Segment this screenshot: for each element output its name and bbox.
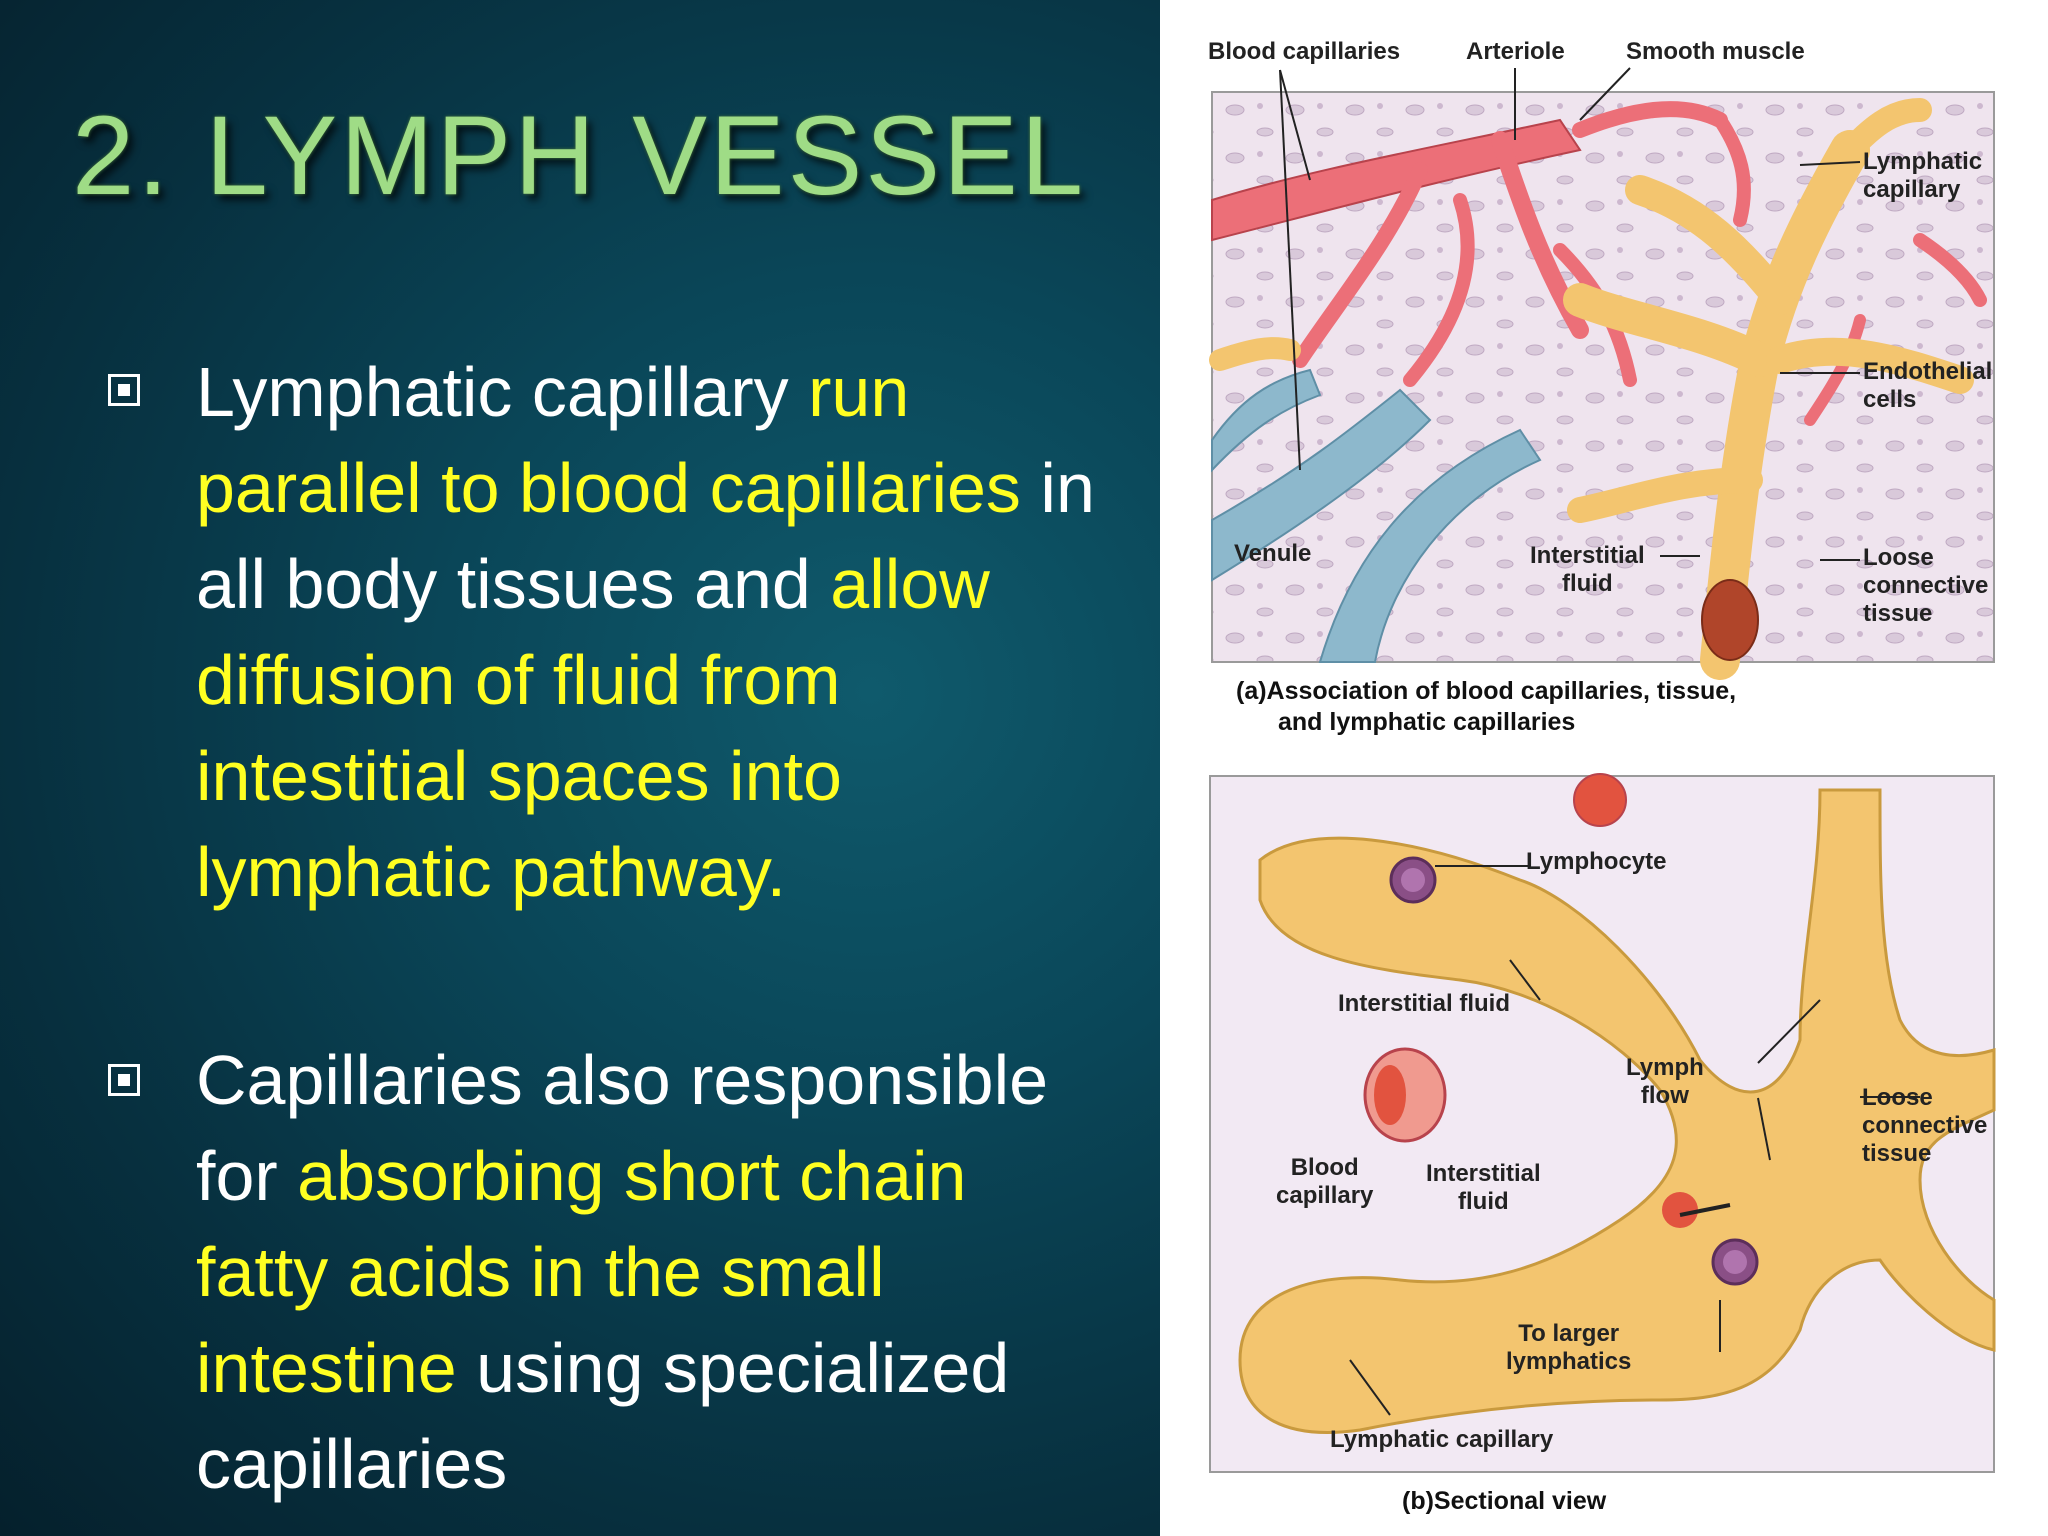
figure-a-caption: (a)Association of blood capillaries, tis… [1236, 676, 1736, 738]
label-line: flow [1640, 1082, 1689, 1109]
figure-a-illustration [1209, 67, 1996, 1473]
label-line: cells [1863, 386, 1917, 413]
label-smooth-muscle: Smooth muscle [1626, 38, 1805, 65]
label-line: fluid [1562, 570, 1613, 597]
bullet-2-segment: using specialized capillaries [196, 1329, 1010, 1503]
bullet-point-1: Lymphatic capillary run parallel to bloo… [196, 344, 1116, 920]
figure-b-caption: (b)Sectional view [1402, 1487, 1607, 1515]
label-venule: Venule [1234, 540, 1312, 567]
label-line: Endothelial [1863, 358, 1993, 385]
label-line: capillary [1863, 176, 1961, 203]
label-line: connective [1862, 1112, 1988, 1139]
label-lymphocyte: Lymphocyte [1526, 848, 1667, 875]
label-lymphatic-capillary: Lymphatic capillary [1863, 148, 1982, 204]
label-line: fluid [1458, 1188, 1509, 1215]
label-line: connective [1863, 572, 1989, 599]
label-interstitial-fluid-a: Interstitial fluid [1530, 542, 1645, 598]
slide-title: 2. LYMPH VESSEL [72, 93, 1087, 218]
lymph-diagram-figure: Blood capillaries Arteriole Smooth muscl… [1160, 0, 2048, 1536]
label-loose-connective-tissue-b: Loose connective tissue [1862, 1084, 1987, 1168]
label-line: Lymphatic [1863, 148, 1983, 175]
bullet-2-segment: Capillaries also responsible for [196, 1041, 1049, 1215]
label-line: Interstitial [1426, 1160, 1541, 1187]
label-to-larger-lymphatics: To larger lymphatics [1506, 1320, 1631, 1376]
label-blood-capillaries: Blood capillaries [1208, 38, 1401, 65]
label-endothelial-cells: Endothelial cells [1863, 358, 1992, 414]
label-arteriole: Arteriole [1466, 38, 1565, 65]
label-interstitial-fluid-b: Interstitial fluid [1426, 1160, 1541, 1216]
bullet-marker-icon [108, 1064, 140, 1096]
label-line: Loose [1862, 1084, 1933, 1111]
caption-line: and lymphatic capillaries [1278, 708, 1576, 736]
label-line: Blood [1290, 1154, 1359, 1181]
caption-line: (a)Association of blood capillaries, tis… [1236, 677, 1737, 705]
bullet-marker-icon [108, 374, 140, 406]
bullet-point-2: Capillaries also responsible for absorbi… [196, 1032, 1116, 1512]
label-line: Interstitial [1530, 542, 1645, 569]
label-lymph-flow: Lymph flow [1626, 1054, 1704, 1110]
bullet-1-segment: in all body tissues and [196, 449, 1095, 623]
label-interstitial-fluid-top: Interstitial fluid [1338, 990, 1511, 1017]
bullet-2-highlight: absorbing short chain fatty acids in the… [196, 1137, 967, 1407]
label-loose-connective-tissue-a: Loose connective tissue [1863, 544, 1988, 628]
label-line: tissue [1862, 1140, 1932, 1167]
figure-b-panel [1209, 773, 1996, 1473]
slide-text-panel: 2. LYMPH VESSEL Lymphatic capillary run … [0, 0, 1160, 1536]
label-blood-capillary: Blood capillary [1276, 1154, 1373, 1210]
label-line: Loose [1863, 544, 1934, 571]
label-lymphatic-capillary-b: Lymphatic capillary [1330, 1426, 1554, 1453]
label-line: lymphatics [1506, 1348, 1632, 1375]
label-line: tissue [1863, 600, 1933, 627]
bullet-1-highlight: allow diffusion of fluid from intestitia… [196, 545, 990, 911]
bullet-1-highlight: run parallel to blood capillaries [196, 353, 1021, 527]
bullet-1-segment: Lymphatic capillary [196, 353, 809, 431]
label-line: capillary [1276, 1182, 1374, 1209]
label-line: To larger [1518, 1320, 1620, 1347]
label-line: Lymph [1626, 1054, 1704, 1081]
figure-a-panel [1209, 67, 1995, 680]
